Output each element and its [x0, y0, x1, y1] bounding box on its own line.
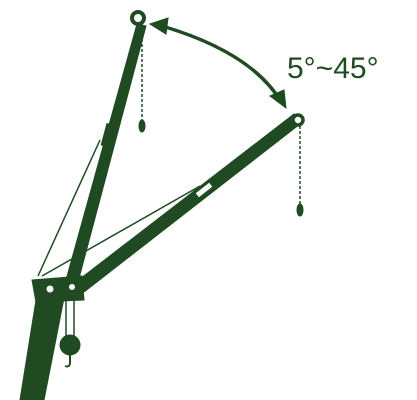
arc-arrow-end [269, 89, 287, 110]
upper-jib-tip [130, 10, 146, 26]
lower-tie-line [41, 185, 201, 277]
upper-hook [138, 119, 146, 133]
upper-hook-line [138, 24, 146, 133]
lower-hook-line [296, 126, 304, 217]
lower-jib [75, 113, 305, 293]
hook-assembly [59, 300, 81, 368]
jib-joint [191, 178, 217, 202]
lower-jib-tip [291, 113, 305, 127]
upper-jib [65, 10, 147, 283]
upper-jib-collar [100, 122, 114, 148]
angle-arc [148, 17, 287, 110]
lower-hook [296, 203, 304, 217]
hook-block [59, 334, 81, 356]
angle-range-label: 5°~45° [287, 52, 379, 85]
hook [64, 355, 71, 368]
crane-mast [19, 297, 65, 400]
arc-arrow-start [148, 17, 169, 35]
upper-tie-line [37, 139, 101, 277]
pivot-base [31, 275, 85, 303]
